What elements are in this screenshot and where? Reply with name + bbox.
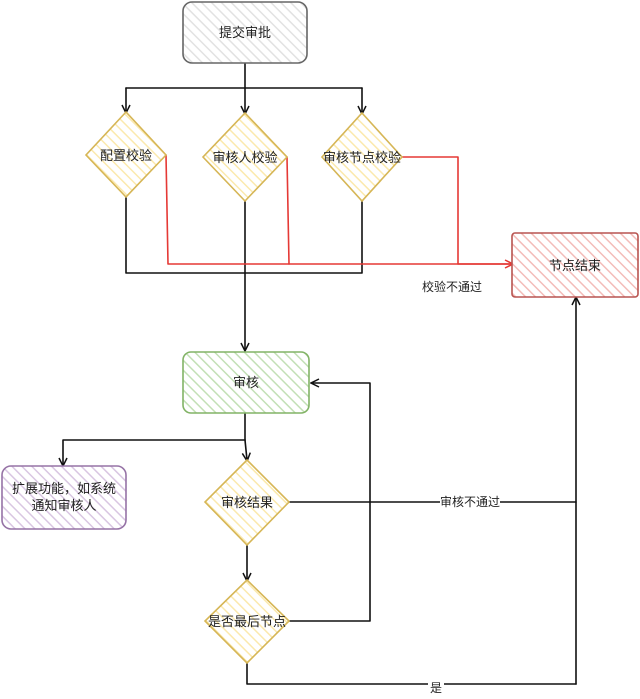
node-submit[interactable]: 提交审批 [182,1,308,64]
node-review-result-label: 审核结果 [221,496,273,511]
edge-review-to-result [245,439,247,460]
node-submit-label: 提交审批 [219,25,271,41]
edge-node-check-pass [244,200,363,274]
label-review-failed-text: 审核不通过 [440,494,500,509]
label-review-failed: 审核不通过 [440,494,500,509]
edge-review-to-extension [63,439,246,465]
edge-reviewer-check-fail [286,156,290,265]
edge-loop-back-to-review [288,383,371,622]
label-check-failed: 校验不通过 [422,279,482,294]
node-is-last[interactable]: 是否最后节点 [203,578,291,665]
label-yes-text: 是 [430,681,442,695]
node-review-result[interactable]: 审核结果 [203,458,291,547]
node-config-check-label: 配置校验 [100,148,152,164]
node-end[interactable]: 节点结束 [511,232,639,298]
edge-last-yes [246,662,577,685]
node-end-label: 节点结束 [549,259,601,274]
node-node-check-label: 审核节点校验 [323,150,401,166]
node-node-check[interactable]: 审核节点校验 [320,111,404,203]
edge-config-check-pass [125,196,246,274]
edge-config-check-fail [165,154,513,265]
node-review[interactable]: 审核 [182,351,310,414]
node-extension-label: 扩展功能，如系统通知审核人 [11,481,116,514]
node-reviewer-check[interactable]: 审核人校验 [201,111,289,203]
node-is-last-label: 是否最后节点 [208,615,286,630]
node-extension[interactable]: 扩展功能，如系统通知审核人 [1,465,127,530]
node-review-label: 审核 [233,376,259,391]
label-yes: 是 [428,681,444,695]
edge-node-check-fail [401,156,512,264]
edges [63,62,577,685]
node-reviewer-check-label: 审核人校验 [212,150,277,166]
label-check-failed-text: 校验不通过 [422,279,482,294]
node-config-check[interactable]: 配置校验 [84,110,168,199]
